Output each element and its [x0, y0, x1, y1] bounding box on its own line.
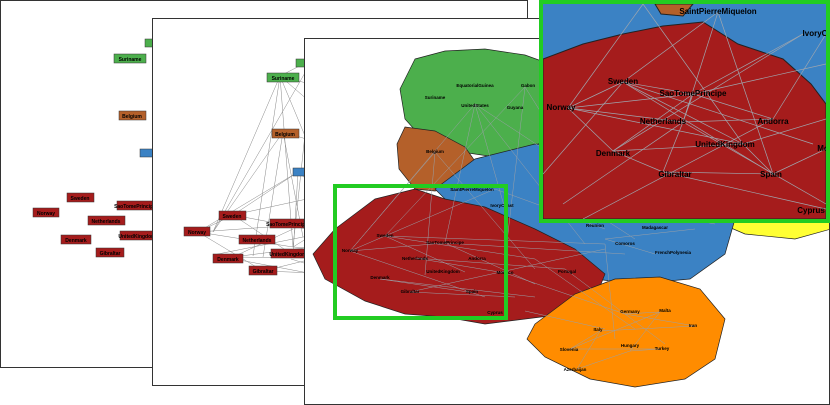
node-label-netherlands: Netherlands [92, 219, 121, 225]
node-label-unitedkingdom-2: UnitedKingdom [269, 252, 307, 258]
map-label-netherlands: Netherlands [402, 256, 429, 261]
node-label-sweden: Sweden [71, 196, 90, 202]
node-box-gibraltar [95, 247, 125, 258]
zoom-labels: SaintPierreMiquelon IvoryC Sweden Norway… [547, 7, 826, 215]
zoom-region-brown [654, 4, 694, 17]
map-label-saintpierre: SaintPierreMiquelon [450, 187, 494, 192]
node-label-belgium-2: Belgium [275, 132, 295, 138]
map-label-iran: Iran [689, 323, 698, 328]
map-label-equatorialguinea: EquatorialGuinea [456, 83, 494, 88]
map-label-unitedkingdom: UnitedKingdom [426, 269, 460, 274]
zoom-inset-panel: SaintPierreMiquelon IvoryC Sweden Norway… [539, 0, 830, 223]
map-label-gibraltar: Gibraltar [401, 289, 420, 294]
map-label-gabon: Gabon [521, 83, 536, 88]
map-label-cyprus: Cyprus [487, 310, 503, 315]
node-label-suriname: Suriname [119, 57, 142, 63]
node-label-gibraltar-2: Gibraltar [253, 269, 274, 275]
node-label-norway-2: Norway [188, 230, 206, 236]
graph-layout-2-svg: Suriname Belgium Sweden SaoTomePrincipe … [183, 58, 484, 320]
zoom-label-spain: Spain [760, 170, 782, 179]
zoom-edges [543, 4, 826, 219]
map-label-germany: Germany [620, 309, 640, 314]
node-box-suriname [113, 53, 147, 64]
zoom-inset-svg: SaintPierreMiquelon IvoryC Sweden Norway… [543, 4, 826, 219]
zoom-label-sweden: Sweden [608, 77, 638, 86]
map-label-slovenia: Slovenia [560, 347, 579, 352]
node-label-saotome-2: SaoTomePrincipe [266, 222, 308, 228]
map-label-reunion: Reunion [586, 223, 604, 228]
map-label-unitedstates: UnitedStates [461, 103, 489, 108]
node-label-gibraltar: Gibraltar [100, 251, 121, 257]
node-box-suriname-2 [266, 72, 300, 83]
zoom-selection-rectangle[interactable] [333, 184, 508, 320]
region-orange [526, 276, 726, 388]
node-box-belgium-2 [271, 128, 300, 139]
zoom-label-mo: Mo [817, 144, 826, 153]
zoom-label-saotome: SaoTomePrincipe [660, 89, 728, 98]
zoom-label-denmark: Denmark [596, 149, 631, 158]
map-edges [349, 86, 716, 370]
zoom-label-cyprus: Cyprus [797, 206, 825, 215]
map-label-malta: Malta [659, 308, 671, 313]
map-label-norway: Norway [342, 248, 359, 253]
zoom-label-ivory: IvoryC [803, 29, 826, 38]
map-label-frenchpolynesia: FrenchPolynesia [655, 250, 692, 255]
map-label-ivorycoast: IvoryCoast [490, 203, 514, 208]
node-label-belgium: Belgium [122, 114, 142, 120]
node-label-denmark-2: Denmark [217, 257, 239, 263]
node-label-unitedkingdom: UnitedKingdom [118, 234, 156, 240]
node-box-norway [32, 207, 60, 218]
zoom-label-gibraltar: Gibraltar [658, 170, 691, 179]
map-label-hungary: Hungary [621, 343, 640, 348]
node-label-sweden-2: Sweden [223, 214, 242, 220]
node-box-netherlands [87, 215, 126, 226]
map-label-portugal: Portugal [558, 269, 576, 274]
node-label-suriname-2: Suriname [272, 76, 295, 82]
zoom-label-netherlands: Netherlands [640, 117, 687, 126]
label-boxes-1: Suriname Belgium Sweden SaoTomePrincipe … [32, 38, 156, 258]
zoom-label-andorra: Andorra [757, 117, 789, 126]
map-label-belgium: Belgium [426, 149, 444, 154]
node-box-netherlands-2 [238, 234, 276, 245]
node-box-gibraltar-2 [248, 265, 278, 276]
map-label-andorra: Andorra [468, 256, 486, 261]
node-box-norway-2 [183, 226, 211, 237]
zoom-label-norway: Norway [547, 103, 576, 112]
zoom-region-red [543, 21, 826, 219]
node-box-belgium [118, 110, 147, 121]
node-label-saotome: SaoTomePrincipe [114, 204, 156, 210]
map-label-denmark: Denmark [370, 275, 390, 280]
map-labels: EquatorialGuinea Gabon Suriname UnitedSt… [342, 83, 698, 372]
node-box-denmark [60, 234, 92, 245]
map-label-guyana: Guyana [507, 105, 524, 110]
map-label-azerbaijan: Azerbaijan [564, 367, 587, 372]
node-label-norway: Norway [37, 211, 55, 217]
label-boxes-2: Suriname Belgium Sweden SaoTomePrincipe … [183, 58, 308, 276]
node-box-sweden-2 [218, 210, 247, 221]
node-box-denmark-2 [212, 253, 244, 264]
map-label-spain: Spain [466, 289, 479, 294]
map-label-sweden: Sweden [376, 233, 393, 238]
map-label-saotome: SaoTomePrincipe [426, 240, 464, 245]
map-label-comoros: Comoros [615, 241, 635, 246]
zoom-label-saintpierre: SaintPierreMiquelon [679, 7, 756, 16]
node-box-sweden [66, 192, 95, 203]
graph-layout-1-svg: Suriname Belgium Sweden SaoTomePrincipe … [32, 38, 156, 258]
map-label-italy: Italy [593, 327, 603, 332]
map-label-turkey: Turkey [655, 346, 670, 351]
map-label-suriname: Suriname [425, 95, 446, 100]
map-label-madagascar: Madagascar [642, 225, 668, 230]
node-label-netherlands-2: Netherlands [243, 238, 272, 244]
node-label-denmark: Denmark [65, 238, 87, 244]
zoom-label-unitedkingdom: UnitedKingdom [695, 140, 755, 149]
